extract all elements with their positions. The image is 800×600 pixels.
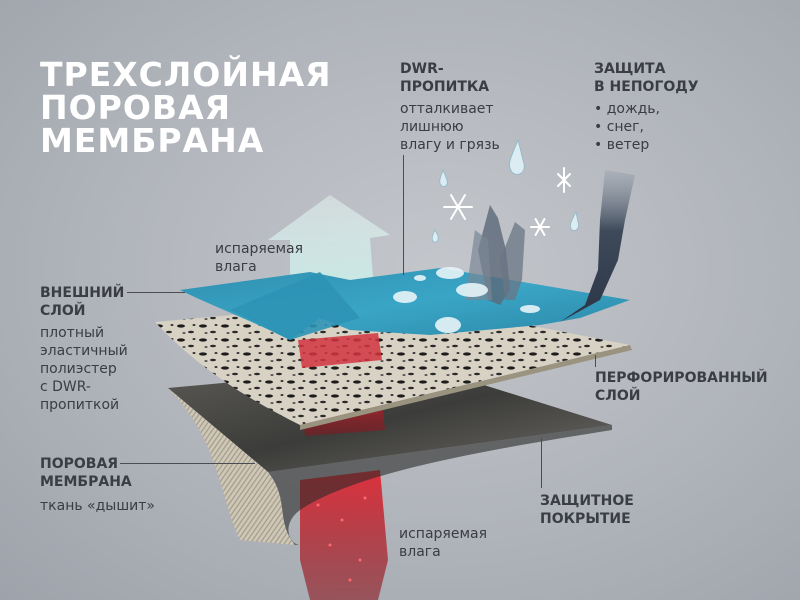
label-outer-text-4: с DWR- (40, 379, 91, 395)
label-dwr-text-1: отталкивает (400, 101, 494, 117)
connector-pore-membrane (120, 463, 255, 464)
label-dwr-heading-2: ПРОПИТКА (400, 79, 490, 95)
label-pore-heading-2: МЕМБРАНА (40, 474, 132, 490)
title-line-2: ПОРОВАЯ (40, 88, 232, 127)
label-weather: ЗАЩИТА В НЕПОГОДУ • дождь, • снег, • вет… (594, 60, 699, 154)
label-dwr-text-2: лишнюю (400, 119, 464, 135)
label-weather-heading-2: В НЕПОГОДУ (594, 79, 699, 95)
connector-perforated (595, 355, 596, 367)
label-pore-heading-1: ПОРОВАЯ (40, 456, 119, 472)
label-weather-item-snow: • снег, (594, 119, 644, 135)
label-perforated-layer: ПЕРФОРИРОВАННЫЙ СЛОЙ (595, 369, 768, 405)
label-outer-heading-2: СЛОЙ (40, 303, 86, 319)
title-line-1: ТРЕХСЛОЙНАЯ (40, 55, 332, 94)
label-vapor-bottom-2: влага (399, 544, 441, 560)
label-vapor-bottom-1: испаряемая (399, 526, 488, 542)
label-vapor-top-2: влага (215, 259, 257, 275)
label-outer-text-2: эластичный (40, 343, 128, 359)
label-weather-heading-1: ЗАЩИТА (594, 61, 666, 77)
label-dwr-heading-1: DWR- (400, 61, 444, 77)
label-dwr: DWR- ПРОПИТКА отталкивает лишнюю влагу и… (400, 60, 500, 154)
label-outer-layer: ВНЕШНИЙ СЛОЙ плотный эластичный полиэсте… (40, 284, 128, 414)
page-title: ТРЕХСЛОЙНАЯ ПОРОВАЯ МЕМБРАНА (40, 58, 332, 157)
label-weather-item-rain: • дождь, (594, 101, 660, 117)
label-pore-text-1: ткань «дышит» (40, 498, 155, 514)
label-protective-heading-2: ПОКРЫТИЕ (540, 511, 631, 527)
connector-protective (541, 438, 542, 488)
label-outer-heading-1: ВНЕШНИЙ (40, 285, 125, 301)
label-weather-item-wind: • ветер (594, 137, 650, 153)
connector-outer-layer (127, 292, 185, 293)
label-protective-coating: ЗАЩИТНОЕ ПОКРЫТИЕ (540, 492, 634, 528)
title-line-3: МЕМБРАНА (40, 121, 265, 160)
label-outer-text-5: пропиткой (40, 397, 120, 413)
label-outer-text-3: полиэстер (40, 361, 117, 377)
label-perforated-heading-1: ПЕРФОРИРОВАННЫЙ (595, 370, 768, 386)
connector-dwr (403, 155, 404, 275)
label-vapor-top: испаряемая влага (215, 240, 303, 276)
label-dwr-text-3: влагу и грязь (400, 137, 500, 153)
label-outer-text-1: плотный (40, 325, 105, 341)
label-vapor-bottom: испаряемая влага (399, 525, 487, 561)
label-perforated-heading-2: СЛОЙ (595, 388, 641, 404)
label-pore-membrane: ПОРОВАЯ МЕМБРАНА ткань «дышит» (40, 455, 155, 515)
label-protective-heading-1: ЗАЩИТНОЕ (540, 493, 634, 509)
label-vapor-top-1: испаряемая (215, 241, 304, 257)
